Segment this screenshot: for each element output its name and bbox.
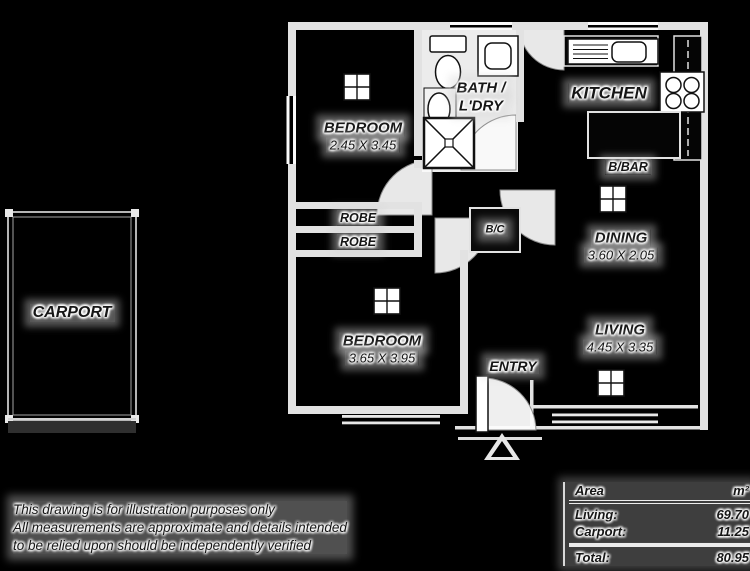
carport-structure — [5, 209, 139, 433]
carport-inner-outline — [12, 216, 132, 416]
wall-bottom-outer — [455, 426, 708, 430]
room-label-robe1: ROBE — [336, 210, 380, 226]
window-pane-icon — [599, 185, 627, 213]
window-line — [293, 96, 296, 164]
area-table-total-divider — [569, 542, 750, 547]
room-label-kitchen: KITCHEN — [568, 83, 650, 103]
window-line — [552, 420, 658, 424]
area-table-row-value: 80.95 — [716, 549, 749, 565]
carport-slab-shade — [8, 421, 136, 433]
kitchen-sink-icon — [573, 44, 608, 59]
carport-post — [131, 209, 139, 217]
room-label-bath-line2: L'DRY — [455, 97, 507, 115]
window-line — [342, 421, 440, 425]
area-table: Area m² Living: 69.70 Carport: 11.25 Tot… — [563, 482, 750, 566]
window-line — [342, 415, 440, 418]
door-swing-arc — [518, 24, 565, 71]
kitchen-sink-icon — [611, 41, 647, 63]
wall-bath-right — [516, 30, 524, 122]
wall-left — [288, 22, 296, 414]
room-dims-bedroom2: 3.65 X 3.95 — [345, 350, 419, 366]
room-dims-living: 4.45 X 3.35 — [583, 339, 657, 355]
room-dims-bedroom1: 2.45 X 3.45 — [326, 137, 400, 153]
disclaimer-text: This drawing is for illustration purpose… — [13, 501, 347, 555]
room-dims-dining: 3.60 X 2.05 — [584, 247, 658, 263]
room-label-bbar: B/BAR — [605, 159, 651, 175]
disclaimer-line-3: to be relied upon should be independentl… — [13, 537, 311, 553]
entry-door-icon — [475, 375, 489, 433]
window-pane-icon — [597, 369, 625, 397]
room-label-bc: B/C — [482, 223, 508, 237]
room-label-dining: DINING — [591, 229, 651, 247]
window-gap — [288, 96, 296, 164]
cooktop-icon — [665, 76, 700, 110]
room-label-bedroom1: BEDROOM — [320, 119, 406, 137]
window-pane-icon — [343, 73, 371, 101]
area-table-row-label: Total: — [575, 549, 610, 565]
carport-slab-edge — [8, 418, 136, 421]
wall-robe-mid — [296, 226, 420, 233]
bath-fixtures — [422, 35, 519, 170]
window-line — [450, 27, 512, 30]
window-line — [450, 22, 512, 25]
area-table-row-label: Living: — [575, 507, 618, 522]
wall-bed2-right — [460, 250, 468, 414]
area-table-row-total: Total: 80.95 — [569, 549, 750, 566]
area-table-row-value: 69.70 — [716, 507, 749, 522]
bc-closet — [469, 207, 521, 253]
disclaimer-line-2: All measurements are approximate and det… — [13, 519, 347, 535]
wall-robe-top — [296, 202, 420, 209]
door-swing-arc — [482, 377, 537, 431]
window-gap — [450, 22, 512, 30]
window-pane-icon — [373, 287, 401, 315]
wall-robe-bottom — [296, 250, 420, 257]
disclaimer-line-1: This drawing is for illustration purpose… — [13, 502, 275, 517]
wall-entry-jamb — [530, 380, 534, 428]
area-table-header: Area m² — [569, 482, 750, 499]
room-label-bath-line1: BATH / — [453, 79, 509, 97]
area-table-row-value: 11.25 — [717, 524, 749, 539]
area-table-row-label: Carport: — [575, 524, 627, 539]
exterior-windows — [286, 22, 658, 425]
area-table-header-unit: m² — [733, 483, 749, 498]
room-label-entry: ENTRY — [486, 358, 540, 374]
entry-door — [458, 375, 542, 460]
window-line — [286, 96, 290, 164]
window-line — [588, 27, 658, 30]
room-label-bedroom2: BEDROOM — [339, 332, 425, 350]
window-line — [588, 22, 658, 25]
carport-post — [5, 209, 13, 217]
area-table-row-living: Living: 69.70 — [569, 506, 750, 523]
area-table-divider — [569, 500, 750, 504]
area-table-header-label: Area — [575, 483, 604, 498]
wall-bottom-left — [288, 406, 468, 414]
room-label-living: LIVING — [591, 321, 649, 339]
wall-bottom-inner — [530, 405, 698, 409]
window-pane-icons — [343, 73, 627, 397]
wall-right — [700, 22, 708, 430]
kitchen-fixtures — [563, 35, 705, 161]
wall-robe-end — [414, 202, 422, 257]
breakfast-bar-bench — [587, 111, 681, 159]
laundry-tub-icon — [484, 42, 512, 70]
area-table-row-carport: Carport: 11.25 — [569, 523, 750, 540]
room-label-carport: CARPORT — [29, 304, 115, 322]
room-label-robe2: ROBE — [336, 234, 380, 250]
entry-arrow-icon — [491, 441, 513, 457]
window-gap — [588, 22, 658, 30]
window-line — [552, 413, 658, 417]
toilet-icon — [429, 35, 467, 53]
shower-icon — [444, 138, 454, 148]
wall-bed1-right — [414, 30, 422, 156]
